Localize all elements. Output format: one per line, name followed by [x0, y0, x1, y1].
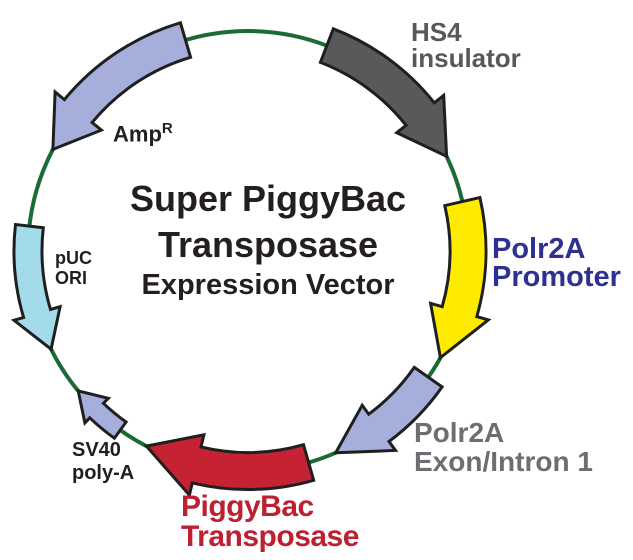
plasmid-title: Super PiggyBac Transposase Expression Ve… — [80, 176, 456, 303]
polr2a-exon-intron-1-arrow — [333, 365, 445, 455]
plasmid-title-line2: Transposase — [157, 224, 379, 266]
plasmid-title-line3: Expression Vector — [141, 269, 395, 302]
polr2a-promoter-label: Polr2A Promoter — [492, 233, 621, 294]
piggybac-transposase-arrow — [143, 432, 316, 499]
polr2a-exon-intron-label: Polr2A Exon/Intron 1 — [414, 417, 593, 477]
hs4-insulator-arrow — [318, 26, 449, 159]
puc-ori-label: pUC ORI — [55, 248, 92, 288]
arrow-layer — [10, 20, 492, 499]
sv40-polya-label: SV40 poly-A — [72, 439, 135, 485]
plasmid-title-line1: Super PiggyBac — [129, 178, 407, 219]
amp-r-label-superscript: R — [161, 120, 173, 137]
puc-ori-arrow — [10, 222, 63, 352]
sv40-polya-arrow — [76, 388, 129, 441]
hs4-insulator-label: HS4 insulator — [411, 17, 521, 73]
amp-r-label: AmpR — [113, 121, 173, 145]
amp-r-arrow — [51, 20, 193, 152]
piggybac-transposase-label: PiggyBac Transposase — [181, 490, 359, 553]
polr2a-promoter-arrow — [428, 195, 492, 361]
amp-r-label-text: Amp — [113, 121, 162, 147]
